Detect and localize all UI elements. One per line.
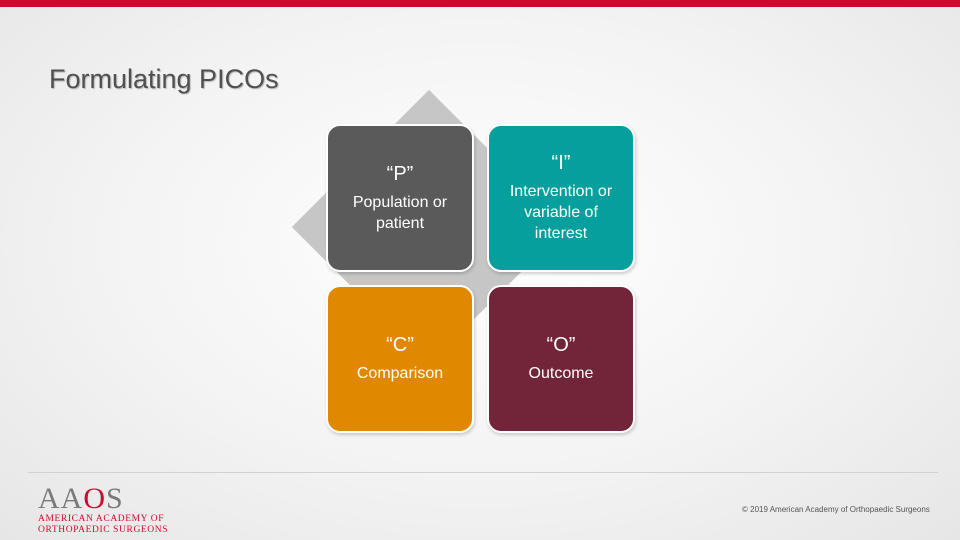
top-accent-bar (0, 0, 960, 7)
slide-title: Formulating PICOs (49, 64, 279, 94)
logo-wordmark: AAOS (38, 482, 124, 515)
tile-description: Population or patient (352, 193, 448, 232)
aaos-logo: AAOS American Academy of Orthopaedic Sur… (38, 482, 169, 536)
tile-description: Comparison (356, 365, 444, 382)
tile-letter: “C” (386, 334, 414, 356)
tile-description: Intervention or variable of interest (509, 183, 613, 242)
tile-letter: “P” (386, 162, 414, 185)
pico-tile-outcome: “O” Outcome (487, 285, 635, 433)
pico-tile-population: “P” Population or patient (326, 124, 474, 272)
logo-text-line-1: American Academy of (38, 514, 165, 524)
tile-letter: “I” (551, 152, 571, 174)
logo-text-line-2: Orthopaedic Surgeons (38, 525, 169, 535)
copyright-notice: © 2019 American Academy of Orthopaedic S… (742, 505, 930, 514)
tile-description: Outcome (528, 365, 594, 382)
footer-divider (28, 472, 938, 473)
pico-tile-comparison: “C” Comparison (326, 285, 474, 433)
tile-letter: “O” (546, 334, 576, 356)
pico-tile-intervention: “I” Intervention or variable of interest (487, 124, 635, 272)
